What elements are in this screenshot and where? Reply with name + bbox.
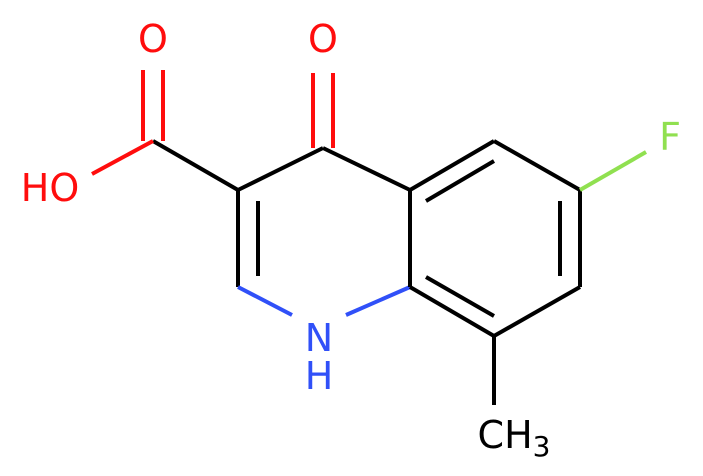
- nitrogen-hydrogen-label: H: [305, 354, 334, 398]
- bonds: [91, 70, 647, 405]
- atom-labels: O O HO F N H CH3: [21, 17, 681, 463]
- bond-n1-c8a: [345, 285, 411, 317]
- methyl-subscript: 3: [533, 430, 551, 463]
- bond-cooh-oh: [91, 139, 154, 176]
- ring-nitrogen-label: N: [305, 316, 333, 360]
- bond-c4a-c5: [408, 139, 496, 192]
- bond-c4-c3: [237, 146, 324, 192]
- fluorine-label: F: [659, 115, 681, 159]
- bond-c6-f: [579, 150, 647, 192]
- carboxyl-oxygen-label: O: [138, 17, 168, 61]
- methyl-main-text: CH: [478, 413, 533, 457]
- bond-c4-c4a: [322, 146, 411, 192]
- bond-c8-c8a: [408, 285, 496, 338]
- bond-c3-cooh: [152, 139, 239, 192]
- hydroxyl-label: HO: [21, 166, 79, 210]
- bond-c8-c8a-inner: [425, 275, 495, 318]
- methyl-label: CH3: [478, 413, 551, 463]
- bond-c7-c8: [493, 285, 581, 338]
- bond-c4a-c5-inner: [424, 159, 496, 203]
- bond-c2-n1: [237, 285, 293, 317]
- oxo-oxygen-label: O: [308, 17, 338, 61]
- bond-c5-c6: [493, 139, 581, 192]
